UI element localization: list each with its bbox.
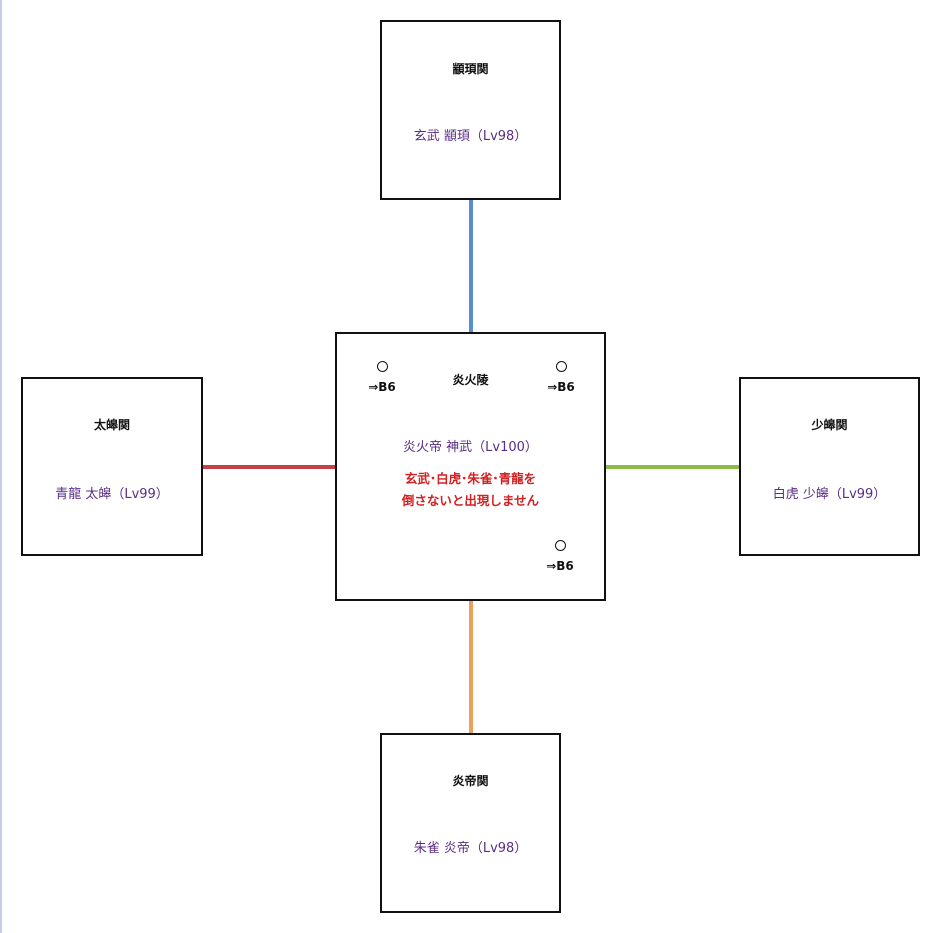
room-east: 少皞関 白虎 少皞（Lv99） xyxy=(739,377,920,556)
room-center-warning-line1: 玄武･白虎･朱雀･青龍を xyxy=(404,471,537,486)
portal-circle-icon xyxy=(555,361,567,372)
portal-circle-icon xyxy=(376,361,388,372)
room-center: 炎火陵 ⇒B6 ⇒B6 ⇒B6 炎火帝 神武（Lv100） 玄武･白虎･朱雀･青… xyxy=(335,332,606,601)
west-connector-line xyxy=(203,465,337,469)
portal-top-right: ⇒B6 xyxy=(535,361,587,394)
south-connector-line xyxy=(469,600,473,734)
room-center-name: 炎火陵 xyxy=(452,373,489,387)
room-east-boss: 白虎 少皞（Lv99） xyxy=(772,487,887,502)
room-west-boss: 青龍 太皞（Lv99） xyxy=(55,487,169,502)
portal-label: ⇒B6 xyxy=(546,559,574,573)
room-north-boss: 玄武 顓頊（Lv98） xyxy=(413,129,528,144)
room-south-name: 炎帝関 xyxy=(452,774,489,788)
portal-top-left: ⇒B6 xyxy=(356,361,408,394)
portal-circle-icon xyxy=(554,540,566,551)
room-west: 太皞関 青龍 太皞（Lv99） xyxy=(21,377,203,556)
portal-label: ⇒B6 xyxy=(368,380,396,394)
room-south: 炎帝関 朱雀 炎帝（Lv98） xyxy=(380,733,561,913)
room-north-name: 顓頊関 xyxy=(452,62,489,76)
room-center-warning-line2: 倒さないと出現しません xyxy=(401,493,540,508)
room-north: 顓頊関 玄武 顓頊（Lv98） xyxy=(380,20,561,200)
room-south-boss: 朱雀 炎帝（Lv98） xyxy=(413,841,528,856)
portal-label: ⇒B6 xyxy=(547,380,575,394)
room-center-boss: 炎火帝 神武（Lv100） xyxy=(403,440,538,455)
portal-bottom-right: ⇒B6 xyxy=(534,540,586,573)
room-east-name: 少皞関 xyxy=(811,418,848,432)
north-connector-line xyxy=(469,200,473,333)
room-west-name: 太皞関 xyxy=(93,418,130,432)
left-edge-border xyxy=(0,0,2,933)
east-connector-line xyxy=(605,465,739,469)
